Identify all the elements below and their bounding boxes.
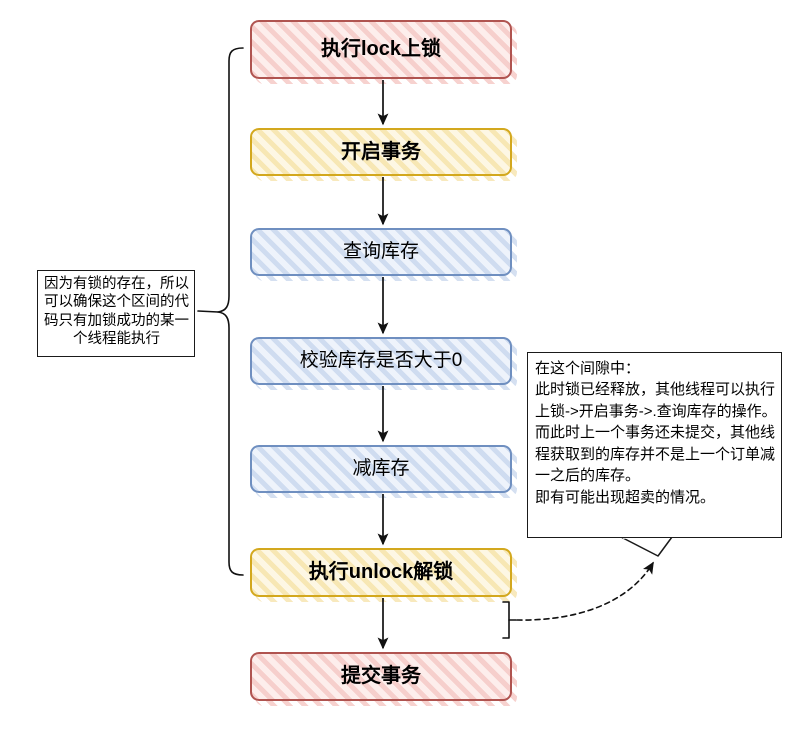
node-face: [250, 337, 512, 385]
dashed-callout-connector: [516, 561, 654, 621]
node-label: 减库存: [352, 458, 410, 480]
node-label: 执行unlock解锁: [308, 561, 454, 583]
annotation-note-right: 在这个间隙中： 此时锁已经释放，其他线程可以执行上锁->开启事务->.查询库存的…: [527, 352, 782, 538]
left-curly-brace: [217, 47, 244, 576]
node-face: [250, 128, 512, 176]
node-decrease-stock[interactable]: 减库存: [250, 445, 517, 498]
gap-bracket: [502, 601, 510, 639]
node-label: 查询库存: [342, 241, 419, 263]
node-check-stock-greater-than-zero[interactable]: 校验库存是否大于0: [250, 337, 517, 390]
node-label: 提交事务: [341, 665, 421, 687]
node-label: 开启事务: [341, 140, 421, 163]
node-face: [250, 20, 512, 79]
node-execute-lock[interactable]: 执行lock上锁: [250, 20, 517, 84]
brace-tip-connector: [197, 310, 219, 313]
node-execute-unlock[interactable]: 执行unlock解锁: [250, 548, 517, 602]
node-face: [250, 445, 512, 493]
callout-tail: [620, 536, 673, 557]
node-label: 校验库存是否大于0: [299, 350, 463, 372]
node-begin-transaction[interactable]: 开启事务: [250, 128, 517, 181]
node-label: 执行lock上锁: [320, 38, 442, 60]
node-face: [250, 548, 512, 597]
node-face: [250, 228, 512, 276]
node-query-stock[interactable]: 查询库存: [250, 228, 517, 281]
node-face: [250, 652, 512, 701]
node-commit-transaction[interactable]: 提交事务: [250, 652, 517, 706]
annotation-note-left: 因为有锁的存在，所以可以确保这个区间的代码只有加锁成功的某一个线程能执行: [37, 270, 195, 357]
